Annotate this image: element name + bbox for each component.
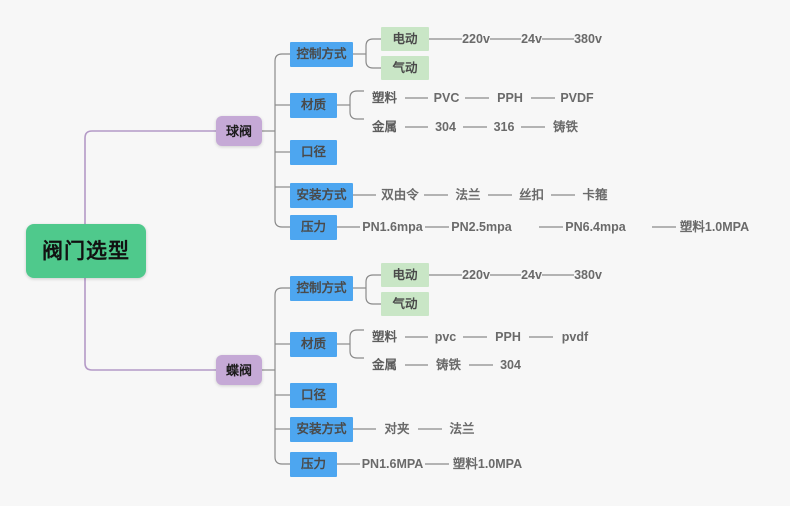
valve-node-ball[interactable]: 球阀 — [216, 116, 262, 146]
root-node[interactable]: 阀门选型 — [26, 224, 146, 278]
edge-ball-electric — [365, 38, 381, 47]
leaf-bf-electric-220v[interactable]: 220v — [462, 267, 490, 282]
leaf-ball-electric-380v[interactable]: 380v — [574, 31, 602, 46]
edge-ball-plastic — [349, 90, 364, 99]
drive-node-ball-electric[interactable]: 电动 — [381, 27, 429, 51]
edge-bf-electric — [365, 274, 381, 283]
valve-node-butterfly[interactable]: 蝶阀 — [216, 355, 262, 385]
leaf-bf-pressure-2[interactable]: 塑料1.0MPA — [452, 456, 523, 471]
attr-node-bf-install[interactable]: 安装方式 — [290, 417, 353, 442]
leaf-ball-material-plastic[interactable]: 塑料 — [371, 90, 397, 105]
leaf-ball-electric-220v[interactable]: 220v — [462, 31, 490, 46]
attr-node-ball-caliber[interactable]: 口径 — [290, 140, 337, 165]
leaf-ball-pressure-3[interactable]: PN6.4mpa — [565, 219, 626, 234]
leaf-bf-metal-304[interactable]: 304 — [500, 357, 521, 372]
leaf-bf-plastic-pph[interactable]: PPH — [495, 329, 521, 344]
leaf-bf-metal-castiron[interactable]: 铸铁 — [435, 357, 461, 372]
attr-node-bf-caliber[interactable]: 口径 — [290, 383, 337, 408]
leaf-bf-material-plastic[interactable]: 塑料 — [371, 329, 397, 344]
attr-node-bf-pressure[interactable]: 压力 — [290, 452, 337, 477]
leaf-ball-material-metal[interactable]: 金属 — [371, 119, 397, 134]
leaf-ball-electric-24v[interactable]: 24v — [521, 31, 542, 46]
leaf-ball-plastic-pvdf[interactable]: PVDF — [560, 90, 594, 105]
edge-ball-pressure — [274, 219, 290, 228]
leaf-bf-material-metal[interactable]: 金属 — [371, 357, 397, 372]
leaf-ball-pressure-4[interactable]: 塑料1.0MPA — [679, 219, 750, 234]
edge-bf-pneumatic — [365, 296, 381, 305]
leaf-bf-pressure-1[interactable]: PN1.6MPA — [361, 456, 424, 471]
drive-node-bf-electric[interactable]: 电动 — [381, 263, 429, 287]
leaf-bf-plastic-pvc[interactable]: pvc — [434, 329, 457, 344]
leaf-ball-metal-316[interactable]: 316 — [493, 119, 515, 134]
attr-node-ball-install[interactable]: 安装方式 — [290, 183, 353, 208]
leaf-ball-pressure-1[interactable]: PN1.6mpa — [362, 219, 423, 234]
drive-node-ball-pneumatic[interactable]: 气动 — [381, 56, 429, 80]
leaf-ball-install-3[interactable]: 丝扣 — [518, 187, 544, 202]
edge-bf-plastic — [349, 329, 364, 338]
attr-node-ball-pressure[interactable]: 压力 — [290, 215, 337, 240]
drive-node-bf-pneumatic[interactable]: 气动 — [381, 292, 429, 316]
leaf-bf-electric-380v[interactable]: 380v — [574, 267, 602, 282]
edge-ball-pneumatic — [365, 60, 381, 69]
leaf-bf-install-1[interactable]: 对夹 — [384, 421, 410, 436]
edge-ball-control — [274, 53, 290, 62]
attr-node-ball-material[interactable]: 材质 — [290, 93, 337, 118]
edge-bf-control — [274, 287, 290, 296]
leaf-bf-plastic-pvdf[interactable]: pvdf — [561, 329, 589, 344]
leaf-ball-install-2[interactable]: 法兰 — [455, 187, 481, 202]
attr-node-bf-control[interactable]: 控制方式 — [290, 276, 353, 301]
leaf-ball-install-1[interactable]: 双由令 — [381, 187, 419, 202]
attr-node-ball-control[interactable]: 控制方式 — [290, 42, 353, 67]
leaf-bf-electric-24v[interactable]: 24v — [521, 267, 542, 282]
leaf-ball-plastic-pph[interactable]: PPH — [497, 90, 523, 105]
leaf-ball-plastic-pvc[interactable]: PVC — [433, 90, 460, 105]
edge-bf-metal — [349, 350, 364, 359]
edge-ball-metal — [349, 111, 364, 120]
attr-node-bf-material[interactable]: 材质 — [290, 332, 337, 357]
leaf-ball-metal-castiron[interactable]: 铸铁 — [552, 119, 578, 134]
leaf-ball-install-4[interactable]: 卡箍 — [582, 187, 608, 202]
edge-bf-pressure — [274, 456, 290, 465]
leaf-ball-metal-304[interactable]: 304 — [435, 119, 456, 134]
leaf-bf-install-2[interactable]: 法兰 — [449, 421, 475, 436]
leaf-ball-pressure-2[interactable]: PN2.5mpa — [451, 219, 512, 234]
